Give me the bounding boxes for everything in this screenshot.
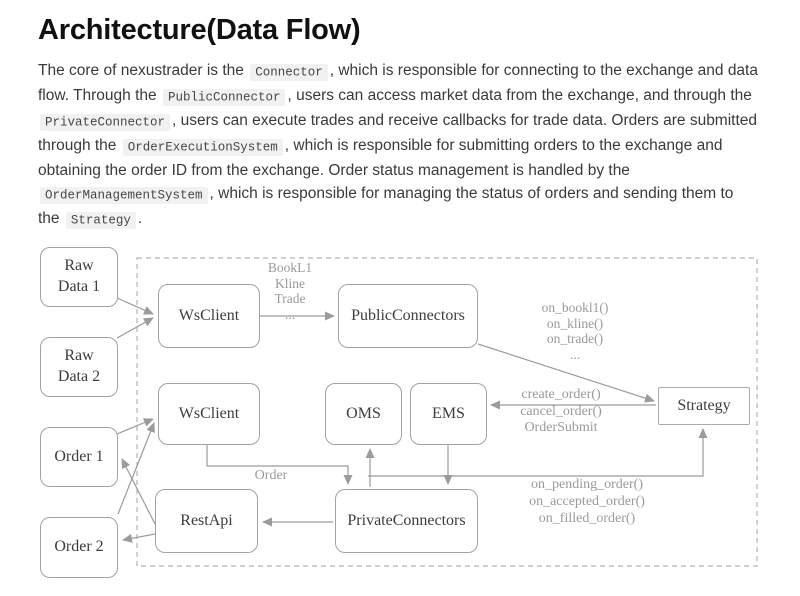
paragraph-text: , which is responsible for managing the … [38, 185, 734, 227]
node-raw-data-1: Raw Data 1 [40, 247, 118, 307]
inline-code-private-connector: PrivateConnector [40, 113, 171, 131]
paragraph-text: The core of nexustrader is the [38, 62, 249, 79]
node-private-connectors: PrivateConnectors [335, 489, 478, 553]
label-order-flow: Order [254, 468, 288, 483]
label-order-callbacks: on_pending_order() on_accepted_order() o… [529, 477, 645, 526]
node-ws-client-bottom: WsClient [158, 383, 260, 445]
node-order-1: Order 1 [40, 427, 118, 487]
node-public-connectors: PublicConnectors [338, 284, 478, 348]
inline-code-strategy: Strategy [65, 211, 136, 229]
inline-code-order-management-system: OrderManagementSystem [40, 186, 208, 204]
paragraph-text: , users can execute trades and receive c… [38, 112, 758, 154]
inline-code-order-execution-system: OrderExecutionSystem [122, 138, 283, 156]
documentation-page: { "page": { "title": "Architecture(Data … [0, 14, 800, 596]
node-raw-data-2: Raw Data 2 [40, 337, 118, 397]
edge-restapi-to-order1 [121, 458, 156, 525]
node-ws-client-top: WsClient [158, 284, 260, 348]
paragraph-text: , which is responsible for submitting or… [38, 137, 723, 179]
page-title: Architecture(Data Flow) [38, 14, 361, 46]
architecture-diagram: Raw Data 1 Raw Data 2 Order 1 Order 2 Ws… [0, 241, 800, 596]
label-order-commands: create_order() cancel_order() OrderSubmi… [520, 387, 602, 435]
edge-rawdata2-to-wsclient [116, 317, 154, 339]
inline-code-connector: Connector [250, 63, 328, 81]
inline-code-public-connector: PublicConnector [162, 88, 286, 106]
node-oms: OMS [325, 383, 402, 445]
node-strategy: Strategy [658, 387, 750, 425]
node-rest-api: RestApi [155, 489, 258, 553]
edge-rawdata1-to-wsclient [116, 297, 154, 315]
paragraph-text: . [137, 210, 143, 227]
node-ems: EMS [410, 383, 487, 445]
node-order-2: Order 2 [40, 517, 118, 578]
edge-restapi-to-order2 [122, 533, 156, 543]
label-market-data-types: BookL1 Kline Trade ... [267, 260, 313, 322]
intro-paragraph: The core of nexustrader is the Connector… [38, 59, 758, 232]
paragraph-text: , users can access market data from the … [287, 87, 752, 104]
label-market-data-callbacks: on_bookl1() on_kline() on_trade() ... [541, 300, 609, 362]
edge-order1-to-wsclient [116, 418, 154, 435]
paragraph-text: , which is responsible for connecting to… [38, 62, 758, 104]
edge-order2-to-wsclient [117, 422, 155, 515]
